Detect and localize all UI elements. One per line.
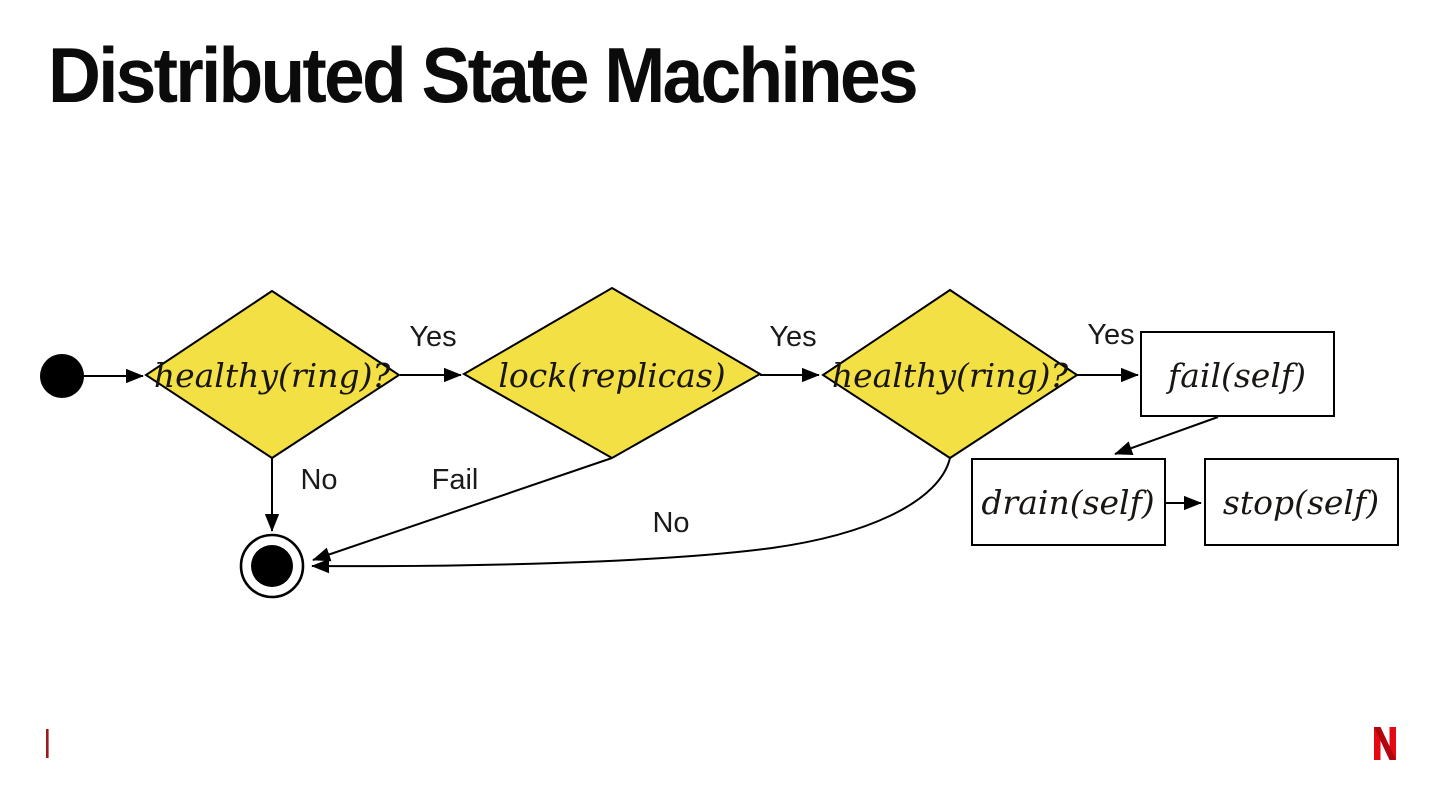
decision2-label: lock(replicas) — [498, 356, 725, 395]
fail-action-label: fail(self) — [1165, 356, 1306, 395]
edge-label-no2: No — [652, 507, 689, 539]
decision2-diamond — [461, 286, 763, 460]
start-state-node — [40, 354, 84, 398]
edge-label-yes3: Yes — [1087, 319, 1134, 351]
edge-label-yes1: Yes — [409, 321, 456, 353]
edge-label-fail: Fail — [432, 464, 479, 496]
stop-action-box — [1204, 458, 1399, 546]
drain-action-label: drain(self) — [981, 483, 1154, 522]
fail-action-box — [1140, 331, 1335, 417]
decision1-diamond — [144, 289, 401, 460]
edge-decision3-no-to-end — [311, 457, 951, 574]
page-title: Distributed State Machines — [48, 31, 919, 119]
decision1-label: healthy(ring)? — [154, 356, 391, 395]
decision3-label: healthy(ring)? — [832, 356, 1069, 395]
edge-fail-to-drain — [1114, 416, 1219, 455]
edge-label-no1: No — [300, 464, 337, 496]
edge-decision2-fail-to-end — [312, 457, 613, 562]
drain-action-box — [971, 458, 1166, 546]
stop-action-label: stop(self) — [1223, 483, 1379, 522]
edge-label-yes2: Yes — [769, 321, 816, 353]
netflix-n-logo — [1374, 727, 1396, 760]
end-state-node — [251, 545, 293, 587]
decision3-diamond — [821, 288, 1079, 460]
footer-accent-bar — [46, 729, 49, 758]
